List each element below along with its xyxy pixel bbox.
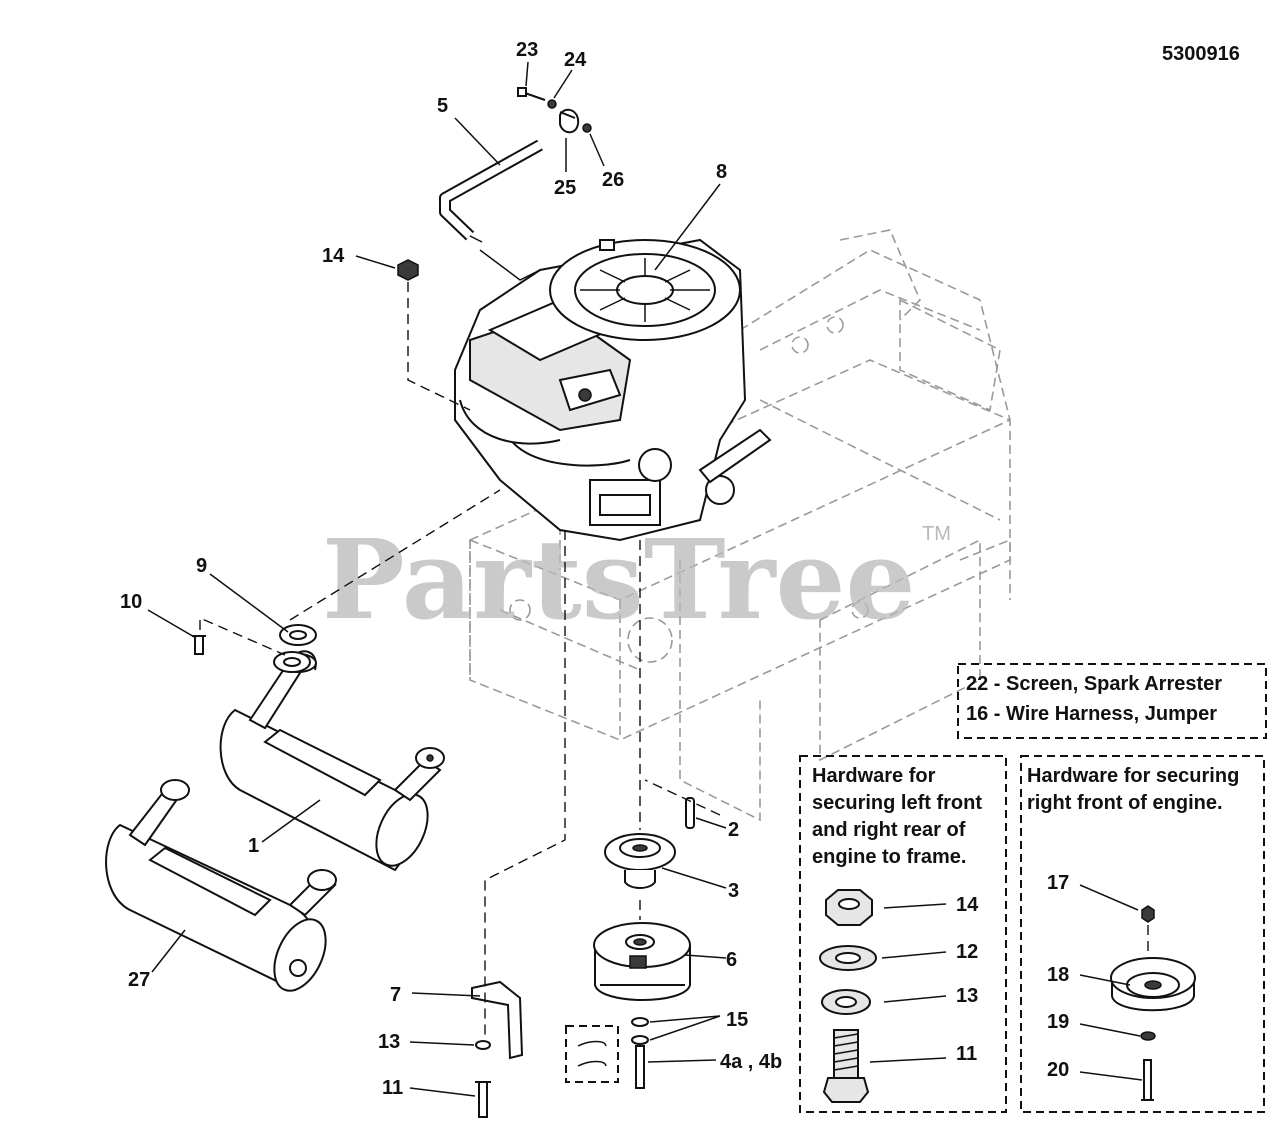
clutch-6 <box>593 922 691 1001</box>
callout-5: 5 <box>437 95 448 117</box>
left-box-title-4: engine to frame. <box>812 846 966 868</box>
callout-27: 27 <box>128 969 150 991</box>
washer-19 <box>1140 1031 1156 1041</box>
callout-25: 25 <box>554 177 576 199</box>
right-box-title-2: right front of engine. <box>1027 792 1223 814</box>
left-box-callout-11: 11 <box>956 1043 977 1065</box>
callout-9: 9 <box>196 555 207 577</box>
spacer-box <box>565 1025 619 1083</box>
left-box-title-1: Hardware for <box>812 765 936 787</box>
frame-hardware <box>475 1040 491 1118</box>
right-box-callout-19: 19 <box>1047 1011 1069 1033</box>
legend-line-1: 22 - Screen, Spark Arrester <box>966 673 1222 695</box>
right-hardware-box: Hardware for securing right front of eng… <box>1020 755 1265 1113</box>
idler-pulley-18 <box>1110 957 1196 1012</box>
left-box-title-2: securing left front <box>812 792 982 814</box>
callout-8: 8 <box>716 161 727 183</box>
alignment-lines <box>484 530 721 1040</box>
callout-1: 1 <box>248 835 259 857</box>
muffler-1 <box>219 650 445 872</box>
spacer-shims <box>577 1040 607 1067</box>
callout-4a-4b: 4a , 4b <box>720 1051 782 1073</box>
callout-26: 26 <box>602 169 624 191</box>
key-2 <box>685 797 695 829</box>
muffler-27 <box>105 779 337 992</box>
legend-line-2: 16 - Wire Harness, Jumper <box>966 703 1217 725</box>
left-box-callout-14: 14 <box>956 894 979 916</box>
pulley-3 <box>604 833 676 889</box>
callout-2: 2 <box>728 819 739 841</box>
mower-frame-outline <box>469 229 1011 822</box>
right-box-callout-20: 20 <box>1047 1059 1069 1081</box>
fuel-line <box>439 139 543 281</box>
left-box-callout-13: 13 <box>956 985 978 1007</box>
callout-11: 11 <box>382 1077 403 1099</box>
callout-14: 14 <box>322 245 345 267</box>
left-box-title-3: and right rear of <box>812 819 966 841</box>
engine-nut-14 <box>397 259 471 411</box>
left-box-callout-12: 12 <box>956 941 978 963</box>
legend-box: 22 - Screen, Spark Arrester 16 - Wire Ha… <box>957 663 1267 739</box>
callout-leaders <box>147 61 727 1097</box>
left-hardware-box: Hardware for securing left front and rig… <box>799 755 1007 1113</box>
drawing-number: 5300916 <box>1162 43 1240 65</box>
clamp-hardware <box>517 87 592 134</box>
right-box-callout-17: 17 <box>1047 872 1069 894</box>
washers-15 <box>631 1017 649 1089</box>
bolt-11 <box>822 1029 870 1103</box>
bolt-20 <box>1143 1059 1152 1101</box>
callout-3: 3 <box>728 880 739 902</box>
nut-17 <box>1141 905 1155 923</box>
watermark-tm: TM <box>922 523 951 545</box>
callout-10: 10 <box>120 591 142 613</box>
callout-23: 23 <box>516 39 538 61</box>
callout-6: 6 <box>726 949 737 971</box>
right-box-title-1: Hardware for securing <box>1027 765 1239 787</box>
callout-24: 24 <box>564 49 587 71</box>
engine <box>454 238 772 542</box>
callout-7: 7 <box>390 984 401 1006</box>
callout-13: 13 <box>378 1031 400 1053</box>
right-box-callout-18: 18 <box>1047 964 1069 986</box>
clutch-bracket-7 <box>471 980 524 1060</box>
gaskets <box>192 489 501 673</box>
callout-15: 15 <box>726 1009 748 1031</box>
